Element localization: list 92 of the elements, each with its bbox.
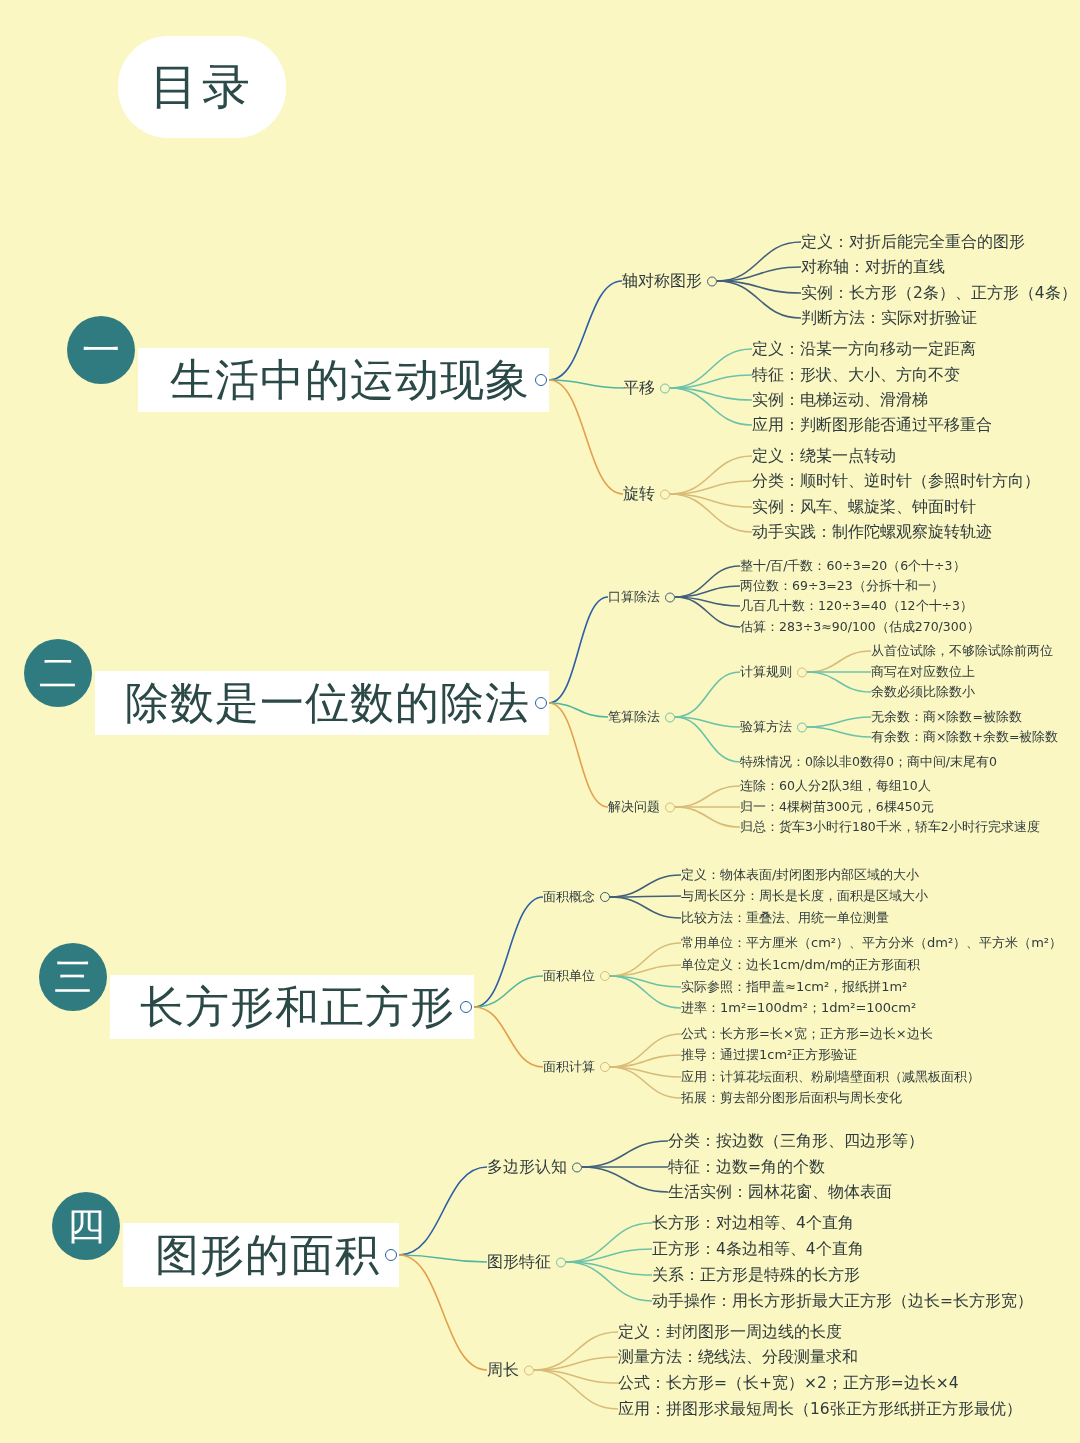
branch-line [674,716,741,763]
leaf-text: 应用：计算花坛面积、粉刷墙壁面积（减黑板面积） [681,1068,980,1086]
branch-line [548,702,609,808]
branch-label: 面积单位 [543,967,595,985]
leaf-text: 余数必须比除数小 [871,683,975,701]
leaf-text: 两位数：69÷3=23（分拆十和一） [740,577,944,595]
branch-label: 平移 [623,377,655,399]
leaf-text: 公式：长方形=长×宽；正方形=边长×边长 [681,1025,933,1043]
leaf-text: 应用：判断图形能否通过平移重合 [752,414,992,436]
chapter-title: 长方形和正方形 [140,979,455,1034]
chapter-number-badge: 四 [52,1192,120,1260]
leaf-text: 实例：长方形（2条）、正方形（4条） [801,282,1077,304]
leaf-text: 连除：60人分2队3组，每组10人 [740,777,931,795]
leaf-text: 实例：电梯运动、滑滑梯 [752,389,928,411]
branch-label: 验算方法 [740,718,792,736]
branch-label: 轴对称图形 [622,270,702,292]
leaf-text: 定义：封闭图形一周边线的长度 [618,1321,842,1343]
branch-line [674,806,741,828]
branch-line [669,387,753,426]
branch-line [716,280,802,319]
leaf-text: 正方形：4条边相等、4个直角 [652,1238,864,1260]
branch-line [565,1261,653,1302]
leaf-text: 估算：283÷3≈90/100（估成270/300） [740,618,980,636]
branch-line [609,1066,682,1099]
branch-line [674,596,741,628]
leaf-text: 从首位试除，不够除试除前两位 [871,642,1053,660]
leaf-text: 归总：货车3小时行180千米，轿车2小时行完求速度 [740,818,1040,836]
chapter-title: 除数是一位数的除法 [125,675,530,730]
leaf-text: 分类：顺时针、逆时针（参照时针方向） [752,470,1040,492]
title-band [95,671,549,735]
branch-label: 面积计算 [543,1058,595,1076]
leaf-text: 对称轴：对折的直线 [801,256,945,278]
branch-label: 旋转 [623,483,655,505]
title-band [110,975,474,1039]
branch-line [609,975,682,1009]
leaf-text: 实例：风车、螺旋桨、钟面时针 [752,496,976,518]
leaf-text: 动手操作：用长方形折最大正方形（边长=长方形宽） [652,1290,1033,1312]
leaf-text: 生活实例：园林花窗、物体表面 [668,1181,892,1203]
leaf-text: 推导：通过摆1cm²正方形验证 [681,1046,858,1064]
chapter-title: 生活中的运动现象 [170,352,530,407]
branch-label: 笔算除法 [608,708,660,726]
leaf-text: 商写在对应数位上 [871,663,975,681]
branch-label: 解决问题 [608,798,660,816]
title-band [138,348,549,412]
leaf-text: 定义：对折后能完全重合的图形 [801,231,1025,253]
leaf-text: 进率：1m²=100dm²；1dm²=100cm² [681,999,917,1017]
leaf-text: 长方形：对边相等、4个直角 [652,1212,854,1234]
chapter-number-badge: 二 [24,639,92,707]
branch-line [548,379,624,495]
leaf-text: 实际参照：指甲盖≈1cm²，报纸拼1m² [681,978,908,996]
branch-label: 图形特征 [487,1251,551,1273]
leaf-text: 归一：4棵树苗300元，6棵450元 [740,798,934,816]
chapter-number-badge: 三 [39,943,107,1011]
leaf-text: 有余数：商×除数+余数=被除数 [871,728,1059,746]
leaf-text: 几百几十数：120÷3=40（12个十÷3） [740,597,973,615]
leaf-text: 定义：沿某一方向移动一定距离 [752,338,976,360]
title-band [123,1223,399,1287]
leaf-text: 拓展：剪去部分图形后面积与周长变化 [681,1089,902,1107]
branch-label: 计算规则 [740,663,792,681]
branch-line [533,1369,619,1410]
leaf-text: 判断方法：实际对折验证 [801,307,977,329]
leaf-text: 比较方法：重叠法、用统一单位测量 [681,909,889,927]
branch-label: 周长 [487,1359,519,1381]
leaf-text: 无余数：商×除数=被除数 [871,708,1022,726]
leaf-text: 特殊情况：0除以非0数得0；商中间/末尾有0 [740,753,998,771]
branch-line [806,671,872,693]
leaf-text: 关系：正方形是特殊的长方形 [652,1264,860,1286]
branch-line [581,1166,669,1193]
branch-label: 口算除法 [608,588,660,606]
branch-line [473,1006,544,1068]
leaf-text: 定义：物体表面/封闭图形内部区域的大小 [681,866,920,884]
branch-label: 多边形认知 [487,1156,567,1178]
leaf-text: 测量方法：绕线法、分段测量求和 [618,1346,858,1368]
leaf-text: 动手实践：制作陀螺观察旋转轨迹 [752,521,992,543]
leaf-text: 特征：形状、大小、方向不变 [752,364,960,386]
leaf-text: 公式：长方形=（长+宽）×2；正方形=边长×4 [618,1372,959,1394]
leaf-text: 分类：按边数（三角形、四边形等） [668,1130,924,1152]
chapter-title: 图形的面积 [155,1227,380,1282]
branch-label: 面积概念 [543,888,595,906]
page-title: 目录 [118,36,286,138]
leaf-text: 常用单位：平方厘米（cm²）、平方分米（dm²）、平方米（m²） [681,934,1063,952]
leaf-text: 定义：绕某一点转动 [752,445,896,467]
leaf-text: 应用：拼图形求最短周长（16张正方形纸拼正方形最优） [618,1398,1022,1420]
leaf-text: 与周长区分：周长是长度，面积是区域大小 [681,887,928,905]
leaf-text: 整十/百/千数：60÷3=20（6个十÷3） [740,557,966,575]
leaf-text: 单位定义：边长1cm/dm/m的正方形面积 [681,956,921,974]
branch-line [398,1254,488,1371]
chapter-number-badge: 一 [67,316,135,384]
branch-line [669,493,753,533]
branch-line [806,726,872,738]
leaf-text: 特征：边数=角的个数 [668,1156,825,1178]
branch-line [609,896,682,919]
